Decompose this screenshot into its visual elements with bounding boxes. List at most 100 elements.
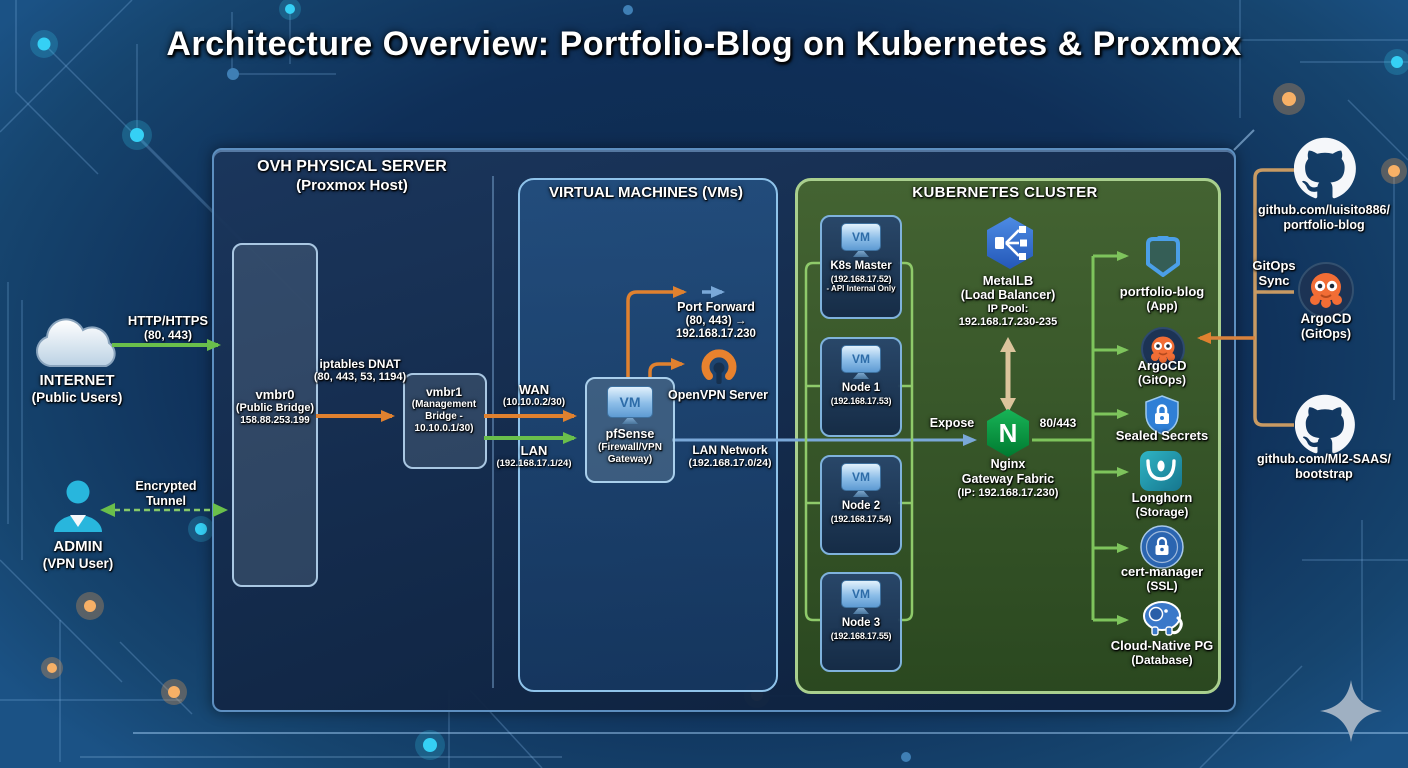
node-name: K8s Master [830, 260, 892, 272]
port-forward-line3: 192.168.17.230 [676, 328, 756, 341]
sealed-secrets-icon [1145, 395, 1179, 435]
tunnel-label-line1: Encrypted [135, 479, 197, 493]
node-ip: (192.168.17.55) [830, 630, 892, 641]
pfsense-vm: VM pfSense (Firewall/VPN Gateway) [585, 377, 675, 483]
tunnel-label-block: Encrypted Tunnel [116, 479, 216, 509]
worker-node-3: VM Node 3 (192.168.17.55) [820, 572, 902, 672]
ovh-title-line1: OVH PHYSICAL SERVER [257, 158, 447, 175]
k8s-title: KUBERNETES CLUSTER [912, 184, 1098, 201]
node-name: Node 3 [841, 617, 881, 629]
nginx-ports-label: 80/443 [1039, 416, 1077, 430]
service-name: cert-manager [1120, 564, 1204, 579]
vmbr0-desc: (Public Bridge) [235, 402, 315, 415]
node-name: Node 2 [841, 500, 881, 512]
vpn-tunnel-arrow-right [213, 503, 228, 517]
dnat-line2: (80, 443, 53, 1194) [313, 371, 407, 384]
service-role: (SSL) [1146, 579, 1178, 594]
repo2-line2: bootstrap [1295, 466, 1353, 481]
ovh-section-divider [492, 176, 494, 688]
vm-icon-label: VM [852, 587, 870, 601]
service-name: Longhorn [1131, 490, 1193, 505]
admin-user-icon [54, 480, 102, 532]
wan-label: WAN [518, 382, 550, 397]
service-label: Longhorn (Storage) [1096, 490, 1228, 519]
gitops-bracket [1253, 168, 1294, 427]
openvpn-elbow [648, 358, 685, 377]
port-forward-line1: Port Forward [677, 300, 755, 314]
vm-icon-label: VM [852, 230, 870, 244]
nginx-services-trunk [1032, 256, 1095, 620]
vm-icon: VM [841, 223, 881, 251]
dnat-label: iptables DNAT (80, 443, 53, 1194) [310, 357, 410, 384]
vmbr1-desc: (Management Bridge - 10.10.0.1/30) [411, 399, 477, 434]
service-label: Cloud-Native PG (Database) [1092, 638, 1232, 667]
lan-network-label: LAN Network [692, 443, 768, 457]
lan-label: LAN [520, 443, 548, 458]
port-forward-elbow [626, 286, 687, 377]
nginx-name-line2: Gateway Fabric [961, 471, 1055, 486]
argocd-role: (GitOps) [1301, 326, 1351, 341]
longhorn-icon [1140, 451, 1182, 491]
metallb-name: MetalLB [982, 273, 1034, 288]
argocd-external-icon [1298, 262, 1354, 318]
internet-sublabel: (Public Users) [31, 389, 123, 405]
portfolio-blog-icon [1146, 236, 1180, 277]
repo1-line1: github.com/luisito886/ [1258, 203, 1390, 217]
repo2-line1: github.com/Ml2-SAAS/ [1256, 452, 1392, 466]
vmbr1-name: vmbr1 [425, 385, 463, 399]
openvpn-label: OpenVPN Server [667, 388, 769, 402]
lan-network-label-block: LAN Network (192.168.17.0/24) [676, 443, 784, 470]
argocd-name: ArgoCD [1300, 311, 1352, 326]
k8s-master-node: VM K8s Master (192.168.17.52) - API Inte… [820, 215, 902, 319]
repo1-label: github.com/luisito886/ portfolio-blog [1238, 203, 1408, 233]
admin-sublabel: (VPN User) [42, 555, 114, 571]
http-label-block: HTTP/HTTPS (80, 443) [116, 313, 220, 342]
http-protocol-label: HTTP/HTTPS [127, 313, 209, 328]
vpn-tunnel-arrow-left [100, 503, 115, 517]
worker-node-1: VM Node 1 (192.168.17.53) [820, 337, 902, 437]
service-name: Sealed Secrets [1115, 428, 1209, 443]
cloud-native-pg-icon [1143, 601, 1183, 636]
nginx-label-block: Nginx Gateway Fabric (IP: 192.168.17.230… [928, 457, 1088, 499]
service-label: ArgoCD (GitOps) [1096, 358, 1228, 387]
service-role: (Database) [1131, 653, 1193, 668]
nginx-letter: N [999, 418, 1018, 448]
repo2-label: github.com/Ml2-SAAS/ bootstrap [1238, 452, 1408, 482]
node-ip: (192.168.17.54) [830, 513, 892, 524]
vmbr0-ip: 158.88.253.199 [240, 415, 310, 427]
node-ip: (192.168.17.53) [830, 395, 892, 406]
node-ip: (192.168.17.52) [830, 273, 892, 284]
github-icon [1294, 137, 1356, 199]
expose-label: Expose [929, 416, 975, 430]
pfsense-desc: (Firewall/VPN Gateway) [598, 441, 662, 465]
bevel-accent [1233, 129, 1255, 151]
metallb-label-block: MetalLB (Load Balancer) IP Pool: 192.168… [928, 273, 1088, 329]
node-name: Node 1 [841, 382, 881, 394]
service-label: Sealed Secrets [1096, 428, 1228, 443]
internet-label-block: INTERNET (Public Users) [6, 372, 148, 406]
vm-icon: VM [841, 580, 881, 608]
service-label: cert-manager (SSL) [1096, 564, 1228, 593]
vm-icon-label: VM [852, 352, 870, 366]
nginx-ip: (IP: 192.168.17.230) [957, 486, 1059, 499]
service-role: (Storage) [1135, 505, 1189, 520]
service-name: ArgoCD [1137, 358, 1187, 373]
service-name: portfolio-blog [1119, 284, 1205, 299]
wan-cidr: (10.10.0.2/30) [502, 397, 566, 409]
vm-icon: VM [841, 463, 881, 491]
lan-network-cidr: (192.168.17.0/24) [688, 457, 772, 470]
sparkle-icon [1320, 680, 1382, 742]
worker-node-2: VM Node 2 (192.168.17.54) [820, 455, 902, 555]
service-role: (App) [1146, 299, 1178, 314]
tunnel-label-line2: Tunnel [145, 493, 187, 508]
http-ports-label: (80, 443) [143, 328, 193, 343]
vmbr1-bridge: vmbr1 (Management Bridge - 10.10.0.1/30) [403, 373, 487, 469]
lan-label-block: LAN (192.168.17.1/24) [490, 443, 578, 470]
vmbr0-bridge: vmbr0 (Public Bridge) 158.88.253.199 [232, 243, 318, 587]
service-label: portfolio-blog (App) [1096, 284, 1228, 313]
node-bracket-left [804, 261, 820, 622]
page-title: Architecture Overview: Portfolio-Blog on… [166, 25, 1242, 63]
dnat-line1: iptables DNAT [319, 357, 401, 371]
